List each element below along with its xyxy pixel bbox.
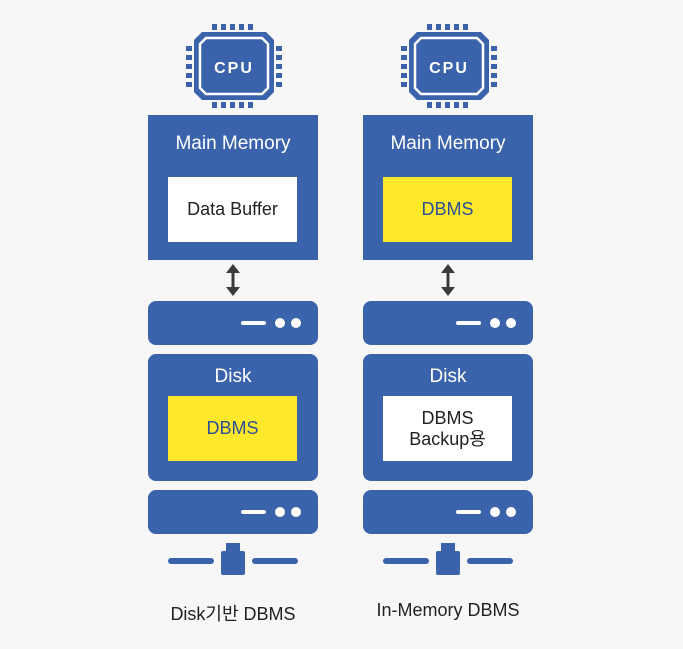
disk-title: Disk [214, 366, 252, 387]
server-led-icon [275, 318, 285, 328]
disk-title: Disk [429, 366, 467, 387]
data-buffer-box: Data Buffer [168, 177, 297, 242]
disk-dbms-label: DBMS [206, 418, 259, 438]
network-connector-icon [168, 543, 298, 575]
disk-box: Disk DBMS Backup용 [363, 354, 533, 481]
server-led-icon [506, 318, 516, 328]
main-memory-box: Main Memory Data Buffer [148, 115, 318, 260]
cpu-label: CPU [429, 60, 469, 77]
server-slot-line [456, 510, 481, 514]
server-led-icon [490, 318, 500, 328]
server-led-icon [291, 318, 301, 328]
server-led-icon [490, 507, 500, 517]
caption-disk-dbms: Disk기반 DBMS [170, 604, 296, 624]
dbms-backup-line1: DBMS [421, 407, 474, 428]
network-connector-icon [383, 543, 513, 575]
server-slot-line [456, 321, 481, 325]
memory-dbms-box: DBMS [383, 177, 512, 242]
disk-box: Disk DBMS [148, 354, 318, 481]
memory-dbms-label: DBMS [421, 199, 474, 219]
disk-dbms-box: DBMS [168, 396, 297, 461]
cpu-chip-icon: CPU [186, 24, 282, 108]
server-slot-line [241, 321, 266, 325]
dbms-backup-line2: Backup용 [409, 428, 486, 449]
double-arrow-icon [226, 264, 240, 296]
cpu-label: CPU [214, 60, 254, 77]
main-memory-title: Main Memory [390, 133, 506, 154]
caption-in-memory-dbms: In-Memory DBMS [376, 600, 520, 620]
server-bar-bottom [363, 490, 533, 534]
double-arrow-icon [441, 264, 455, 296]
main-memory-title: Main Memory [175, 133, 291, 154]
server-slot-line [241, 510, 266, 514]
main-memory-box: Main Memory DBMS [363, 115, 533, 260]
server-led-icon [275, 507, 285, 517]
disk-dbms-column: CPU Main Memory Data Buffer Disk DBMS Di… [148, 0, 318, 649]
server-bar-top [363, 301, 533, 345]
cpu-chip-icon: CPU [401, 24, 497, 108]
server-bar-bottom [148, 490, 318, 534]
server-led-icon [291, 507, 301, 517]
dbms-backup-box: DBMS Backup용 [383, 396, 512, 461]
server-bar-top [148, 301, 318, 345]
server-led-icon [506, 507, 516, 517]
data-buffer-label: Data Buffer [187, 199, 278, 219]
in-memory-dbms-column: CPU Main Memory DBMS Disk DBMS Backup용 [363, 0, 533, 649]
